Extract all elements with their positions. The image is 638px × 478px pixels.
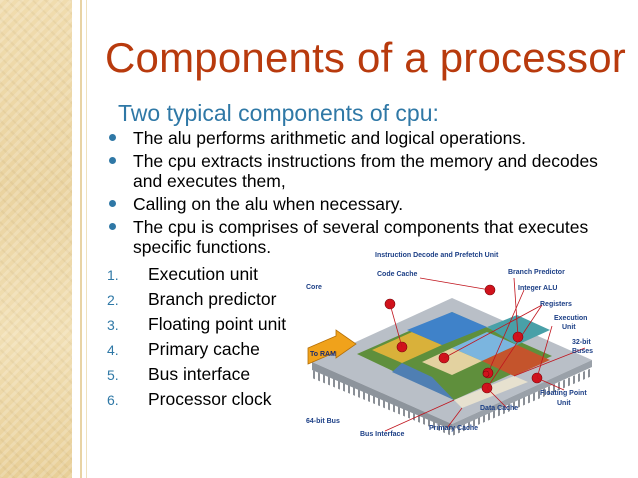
bullet-text: The cpu is comprises of several componen… <box>133 217 589 257</box>
item-text: Execution unit <box>148 264 258 284</box>
label-bus-interface: Bus Interface <box>360 431 405 438</box>
item-number: 4. <box>107 342 119 358</box>
slide-title: Components of a processor <box>105 34 626 81</box>
bullet-dot-icon <box>109 223 116 230</box>
item-text: Processor clock <box>148 389 272 409</box>
numbered-item: 1. Execution unit <box>107 262 286 287</box>
bullet-dot-icon <box>109 200 116 207</box>
block-core <box>422 348 482 375</box>
label-instruction-decode: Instruction Decode and Prefetch Unit <box>375 252 499 259</box>
label-32bit: 32-bit <box>572 339 591 346</box>
bullet-text: The cpu extracts instructions from the m… <box>133 151 598 191</box>
item-text: Primary cache <box>148 339 260 359</box>
bullet-list: The alu performs arithmetic and logical … <box>107 128 607 260</box>
item-text: Bus interface <box>148 364 251 384</box>
bullet-item: The cpu is comprises of several componen… <box>107 217 607 257</box>
label-core: Core <box>306 284 322 291</box>
label-to-ram: To RAM <box>310 351 336 358</box>
chip-illustration <box>307 277 592 436</box>
decorative-parchment-strip <box>0 0 72 478</box>
item-number: 1. <box>107 267 119 283</box>
item-number: 2. <box>107 292 119 308</box>
numbered-item: 3. Floating point unit <box>107 312 286 337</box>
block-integer-alu <box>452 332 517 361</box>
chip-pins <box>452 368 592 436</box>
item-number: 5. <box>107 367 119 383</box>
item-text: Branch predictor <box>148 289 277 309</box>
block-code-cache <box>407 312 487 345</box>
numbered-list: 1. Execution unit 2. Branch predictor 3. Fl… <box>107 262 286 412</box>
bullet-text: Calling on the alu when necessary. <box>133 194 404 214</box>
label-branch-predictor: Branch Predictor <box>508 269 565 276</box>
label-registers: Registers <box>540 301 572 308</box>
slide-subtitle: Two typical components of cpu: <box>118 100 439 126</box>
numbered-item: 4. Primary cache <box>107 337 286 362</box>
label-data-cache: Data Cache <box>480 405 519 412</box>
label-64bit-bus: 64-bit Bus <box>306 418 340 425</box>
numbered-item: 2. Branch predictor <box>107 287 286 312</box>
item-number: 3. <box>107 317 119 333</box>
label-code-cache: Code Cache <box>377 271 418 278</box>
bullet-dot-icon <box>109 157 116 164</box>
item-number: 6. <box>107 392 119 408</box>
leader-lines <box>384 277 586 432</box>
item-text: Floating point unit <box>148 314 287 334</box>
bullet-item: The alu performs arithmetic and logical … <box>107 128 607 148</box>
label-primary-cache: Primary Cache <box>429 425 479 432</box>
numbered-item: 6. Processor clock <box>107 387 286 412</box>
label-execution: Execution <box>554 315 588 322</box>
bullet-text: The alu performs arithmetic and logical … <box>133 128 526 148</box>
bullet-item: Calling on the alu when necessary. <box>107 194 607 214</box>
decorative-divider <box>86 0 87 478</box>
numbered-item: 5. Bus interface <box>107 362 286 387</box>
block-branch-predictor <box>487 315 550 345</box>
label-32bit-buses: Buses <box>572 348 594 355</box>
block-registers <box>482 345 550 376</box>
bullet-item: The cpu extracts instructions from the m… <box>107 151 607 191</box>
label-execution-unit: Unit <box>562 324 576 331</box>
block-data-cache <box>392 363 454 400</box>
to-ram-arrow <box>307 329 357 365</box>
label-floating-point: Floating Point <box>540 390 587 397</box>
label-integer-alu: Integer ALU <box>518 285 558 292</box>
decorative-divider <box>80 0 82 478</box>
chip-pins <box>312 370 452 436</box>
processor-diagram: Instruction Decode and Prefetch Unit Cod… <box>302 250 602 445</box>
bullet-dot-icon <box>109 134 116 141</box>
label-floating-point-unit: Unit <box>557 400 571 407</box>
